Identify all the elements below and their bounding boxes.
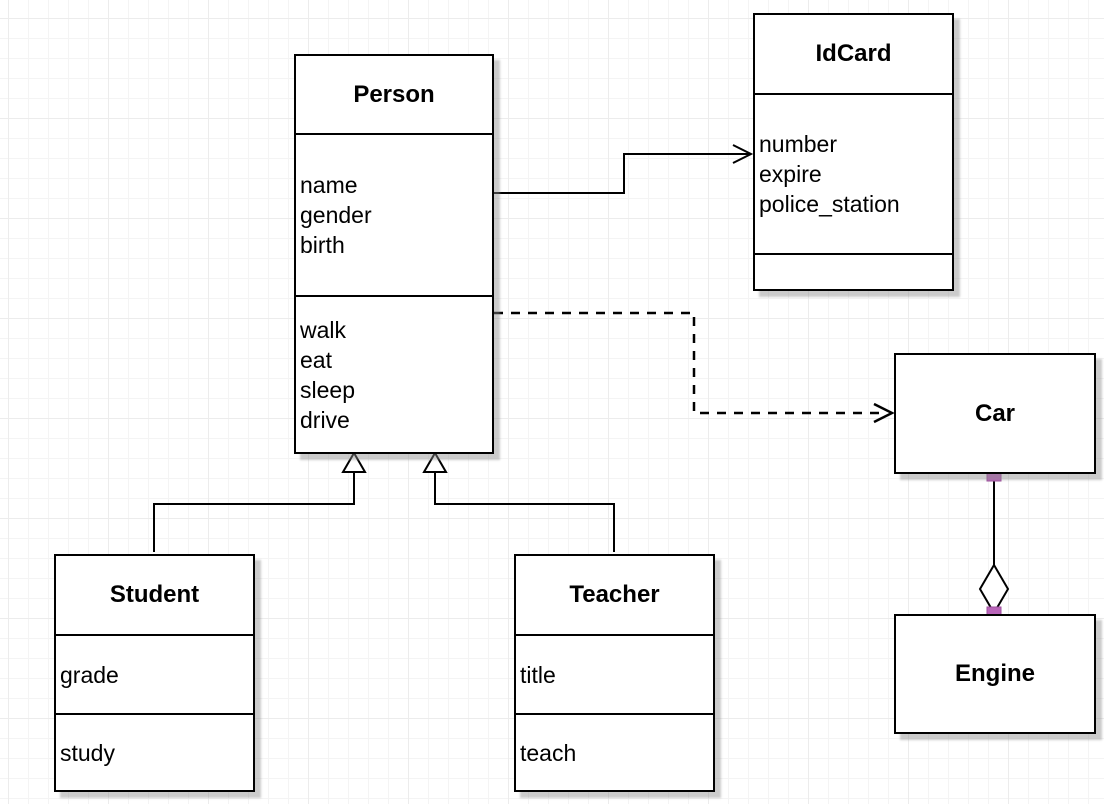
class-title: Engine <box>954 660 1035 687</box>
class-methods-section[interactable]: teach <box>516 713 713 790</box>
class-attributes-section[interactable]: number expire police_station <box>755 93 952 253</box>
attribute: police_station <box>759 191 900 217</box>
class-box-car[interactable]: Car <box>894 353 1096 474</box>
class-box-idcard[interactable]: IdCard number expire police_station <box>753 13 954 291</box>
class-box-student[interactable]: Student grade study <box>54 554 255 792</box>
attribute: title <box>520 661 556 688</box>
method: walk <box>300 316 347 343</box>
open-arrow-icon <box>873 402 895 424</box>
method: eat <box>300 346 332 373</box>
class-title: Car <box>974 399 1016 427</box>
class-box-engine[interactable]: Engine <box>894 614 1096 734</box>
edge-teacher-person[interactable] <box>422 451 615 552</box>
class-box-teacher[interactable]: Teacher title teach <box>514 554 715 792</box>
class-empty-section[interactable] <box>755 253 952 289</box>
method: drive <box>300 406 350 433</box>
hollow-triangle-icon <box>341 451 367 473</box>
attribute: number <box>759 131 837 157</box>
attribute: gender <box>300 202 372 228</box>
class-methods-section[interactable]: walk eat sleep drive <box>296 295 492 452</box>
attribute: birth <box>300 232 345 258</box>
method: sleep <box>300 376 355 403</box>
class-box-person[interactable]: Person name gender birth walk eat sleep … <box>294 54 494 454</box>
class-title: Person <box>353 80 435 108</box>
edge-person-idcard[interactable] <box>494 144 754 194</box>
class-attributes-section[interactable]: grade <box>56 634 253 713</box>
edge-car-engine[interactable] <box>978 474 1010 615</box>
attribute: name <box>300 172 358 198</box>
hollow-diamond-icon <box>978 563 1010 615</box>
open-arrow-icon <box>732 144 754 164</box>
class-title: Teacher <box>569 581 660 608</box>
class-methods-section[interactable]: study <box>56 713 253 790</box>
edge-student-person[interactable] <box>153 451 367 552</box>
attribute: grade <box>60 661 119 688</box>
method: teach <box>520 739 577 766</box>
class-attributes-section[interactable]: title <box>516 634 713 713</box>
class-title: Student <box>109 581 200 608</box>
class-attributes-section[interactable]: name gender birth <box>296 133 492 295</box>
class-title: IdCard <box>815 40 892 67</box>
attribute: expire <box>759 161 822 187</box>
hollow-triangle-icon <box>422 451 448 473</box>
method: study <box>60 739 115 766</box>
edge-person-car[interactable] <box>494 311 895 424</box>
